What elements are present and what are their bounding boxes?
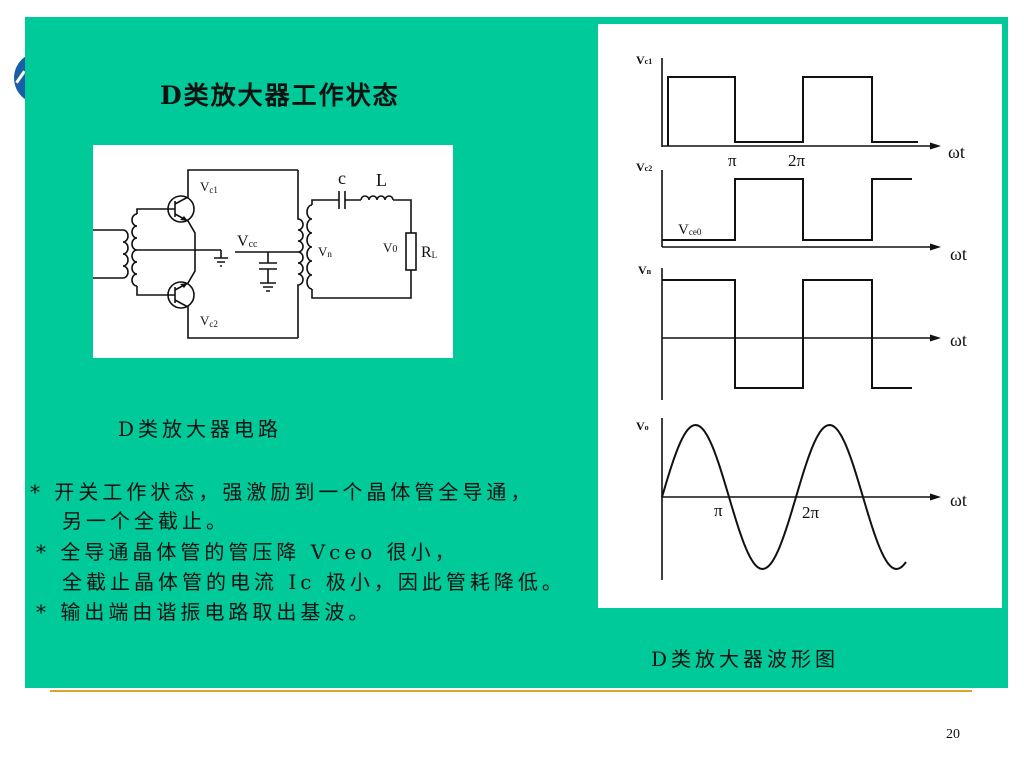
vo-axis-arrow	[930, 493, 941, 501]
input-transformer-secondary-coil	[131, 213, 138, 287]
vo-wave-label: Vo	[636, 419, 649, 433]
vc2-square-wave	[662, 178, 912, 241]
footer-divider	[50, 690, 972, 692]
v0-label-main: V	[383, 240, 393, 255]
vn-square-wave	[662, 279, 912, 389]
rl-label-main: R	[421, 244, 432, 261]
vc2-axis-label: ωt	[950, 244, 967, 264]
vo-wave-label-sub: o	[645, 423, 649, 432]
vc2-wave-label-main: V	[636, 160, 645, 174]
vo-wave-label-main: V	[636, 419, 645, 433]
vc1-wave-label: Vc1	[636, 53, 652, 67]
vc2-label: Vc2	[200, 313, 218, 329]
vo-tick-pi: π	[714, 501, 723, 520]
class-d-amplifier-circuit: Vc1 Vc2 Vcc Vn V0 RL c L	[93, 168, 437, 339]
vcc-label: Vcc	[237, 233, 258, 250]
vc1-square-wave	[667, 76, 918, 146]
v0-label: V0	[383, 240, 397, 255]
vn-label: Vn	[318, 244, 332, 259]
circuit-caption: D类放大器电路	[118, 417, 283, 441]
vn-label-main: V	[318, 244, 328, 259]
v0-label-sub: 0	[392, 244, 397, 255]
vcc-label-main: V	[237, 233, 249, 250]
waveform-figure	[598, 24, 1002, 608]
capacitor-label: c	[338, 168, 346, 188]
series-capacitor	[338, 191, 346, 209]
vc2-wave-label-sub: c2	[645, 164, 653, 173]
note-line: 另一个全截止。	[62, 509, 230, 533]
note-line: * 开关工作状态，强激励到一个晶体管全导通，	[30, 480, 535, 504]
output-wire-right	[311, 199, 412, 299]
note-line: * 全导通晶体管的管压降 Vceo 很小，	[36, 540, 459, 564]
vn-wave-label: Vn	[638, 263, 652, 277]
load-resistor	[405, 232, 417, 271]
input-leads	[93, 229, 123, 279]
vn-wave-label-sub: n	[647, 267, 652, 276]
vc1-wave-label-sub: c1	[645, 57, 653, 66]
vc2-label-main: V	[200, 313, 210, 328]
slide-title: D类放大器工作状态	[160, 81, 400, 110]
vn-axis-label: ωt	[950, 330, 967, 350]
vc1-label-main: V	[200, 179, 210, 194]
transistor-1-emitter-arrow	[180, 216, 188, 221]
vce0-annotation-sub: ce0	[689, 227, 702, 237]
vc1-tick-2pi: 2π	[788, 151, 806, 170]
output-transformer-primary-coil	[297, 170, 304, 338]
vc1-axis-label: ωt	[948, 142, 965, 162]
vo-tick-2pi: 2π	[802, 503, 820, 522]
output-wire-top	[311, 199, 361, 205]
vc1-wave-label-main: V	[636, 53, 645, 67]
bypass-capacitor	[259, 252, 277, 283]
transistor-2-emitter-wire	[174, 250, 196, 291]
note-line: 全截止晶体管的电流 Ic 极小，因此管耗降低。	[62, 570, 566, 594]
vc1-axis-arrow	[930, 142, 941, 150]
inductor-label: L	[376, 170, 387, 190]
vn-axis-arrow	[930, 334, 941, 342]
vn-label-sub: n	[327, 249, 332, 259]
class-d-waveforms: Vc1 π 2π ωt Vc2 Vce0 ωt Vn ωt Vo π 2π ωt	[636, 53, 967, 580]
vc1-tick-pi: π	[728, 151, 737, 170]
vc1-label: Vc1	[200, 179, 218, 195]
input-transformer-primary-coil	[122, 229, 129, 279]
vce0-annotation-main: V	[678, 222, 689, 238]
ground-symbol	[214, 250, 228, 267]
vc2-axis-arrow	[930, 243, 941, 251]
transistor-2-emitter-arrow	[180, 283, 188, 288]
vce0-annotation: Vce0	[678, 222, 702, 238]
vc2-wave-label: Vc2	[636, 160, 652, 174]
vcc-label-sub: cc	[249, 239, 258, 250]
page-number: 20	[946, 727, 960, 742]
ground-symbol	[260, 282, 276, 292]
note-line: * 输出端由谐振电路取出基波。	[36, 600, 373, 624]
vc2-label-sub: c2	[209, 319, 218, 329]
transistor-1-emitter-wire	[174, 213, 196, 250]
rl-label-sub: L	[432, 250, 438, 260]
inductor	[360, 195, 394, 201]
rl-label: RL	[421, 244, 437, 261]
transistor-1-collector-wire	[174, 169, 298, 205]
vc1-label-sub: c1	[209, 185, 218, 195]
vn-wave-label-main: V	[638, 263, 647, 277]
vo-sine-wave	[661, 423, 907, 571]
transistor-2-collector-wire	[174, 299, 298, 339]
vo-axis-label: ωt	[950, 490, 967, 510]
waveform-caption: D类放大器波形图	[651, 647, 840, 671]
output-transformer-secondary-coil	[306, 204, 313, 290]
